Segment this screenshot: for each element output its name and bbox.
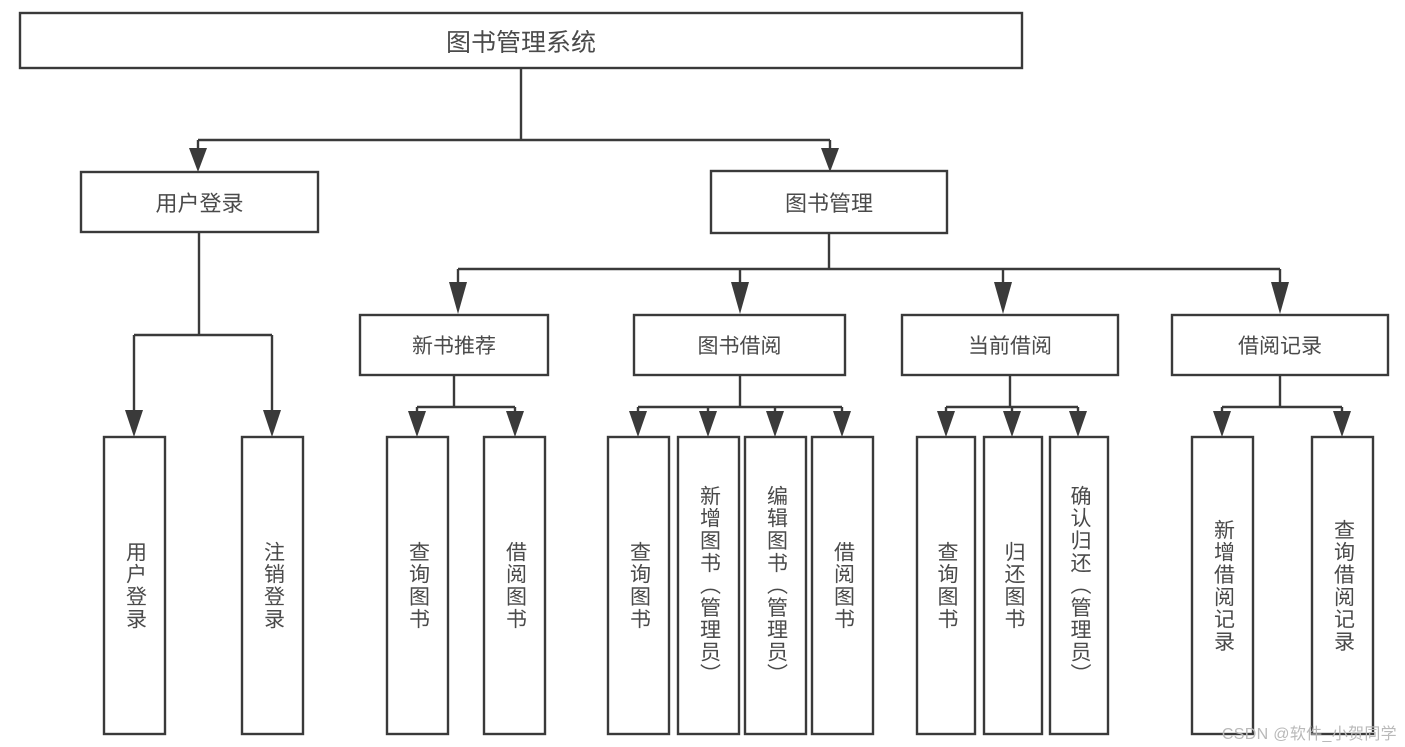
arrow-head-book-borrow-0 xyxy=(629,411,647,437)
node-box-leaf-book-borrow-3[interactable] xyxy=(810,435,875,736)
arrow-head-borrow-record-1 xyxy=(1333,411,1351,437)
arrow-head-current-borrow-2 xyxy=(1069,411,1087,437)
arrow-head-user-login-1 xyxy=(263,410,281,437)
node-box-leaf-borrow-record-1[interactable] xyxy=(1310,435,1375,736)
arrow-head-level2-0 xyxy=(449,282,467,314)
node-box-leaf-current-borrow-0[interactable] xyxy=(915,435,977,736)
arrow-head-new-book-0 xyxy=(408,411,426,437)
arrow-head-borrow-record-0 xyxy=(1213,411,1231,437)
node-box-new-book-recommend[interactable] xyxy=(358,313,550,377)
arrow-head-level2-2 xyxy=(994,282,1012,314)
node-box-book-borrow[interactable] xyxy=(632,313,847,377)
arrow-head-book-borrow-2 xyxy=(766,411,784,437)
node-box-book-management[interactable] xyxy=(709,169,949,235)
node-box-leaf-book-borrow-0[interactable] xyxy=(606,435,671,736)
watermark-text: CSDN @软件_小贺同学 xyxy=(1221,726,1397,743)
arrow-head-current-borrow-1 xyxy=(1003,411,1021,437)
node-box-leaf-user-login-0[interactable] xyxy=(102,435,167,736)
arrow-head-level2-3 xyxy=(1271,282,1289,314)
node-box-borrow-record[interactable] xyxy=(1170,313,1390,377)
node-box-leaf-user-login-1[interactable] xyxy=(240,435,305,736)
node-box-user-login[interactable] xyxy=(79,170,320,234)
node-box-leaf-new-book-1[interactable] xyxy=(482,435,547,736)
node-box-root[interactable] xyxy=(18,11,1024,70)
arrow-head-level1-1 xyxy=(821,148,839,172)
arrow-head-current-borrow-0 xyxy=(937,411,955,437)
node-box-leaf-book-borrow-1[interactable] xyxy=(676,435,741,736)
arrow-head-new-book-1 xyxy=(506,411,524,437)
node-box-leaf-current-borrow-1[interactable] xyxy=(982,435,1044,736)
node-box-current-borrow[interactable] xyxy=(900,313,1120,377)
arrow-head-book-borrow-1 xyxy=(699,411,717,437)
node-box-leaf-new-book-0[interactable] xyxy=(385,435,450,736)
arrow-head-user-login-0 xyxy=(125,410,143,437)
arrow-head-book-borrow-3 xyxy=(833,411,851,437)
node-box-leaf-book-borrow-2[interactable] xyxy=(743,435,808,736)
arrow-head-level2-1 xyxy=(731,282,749,314)
node-box-leaf-borrow-record-0[interactable] xyxy=(1190,435,1255,736)
node-box-leaf-current-borrow-2[interactable] xyxy=(1048,435,1110,736)
arrow-head-level1-0 xyxy=(189,148,207,172)
